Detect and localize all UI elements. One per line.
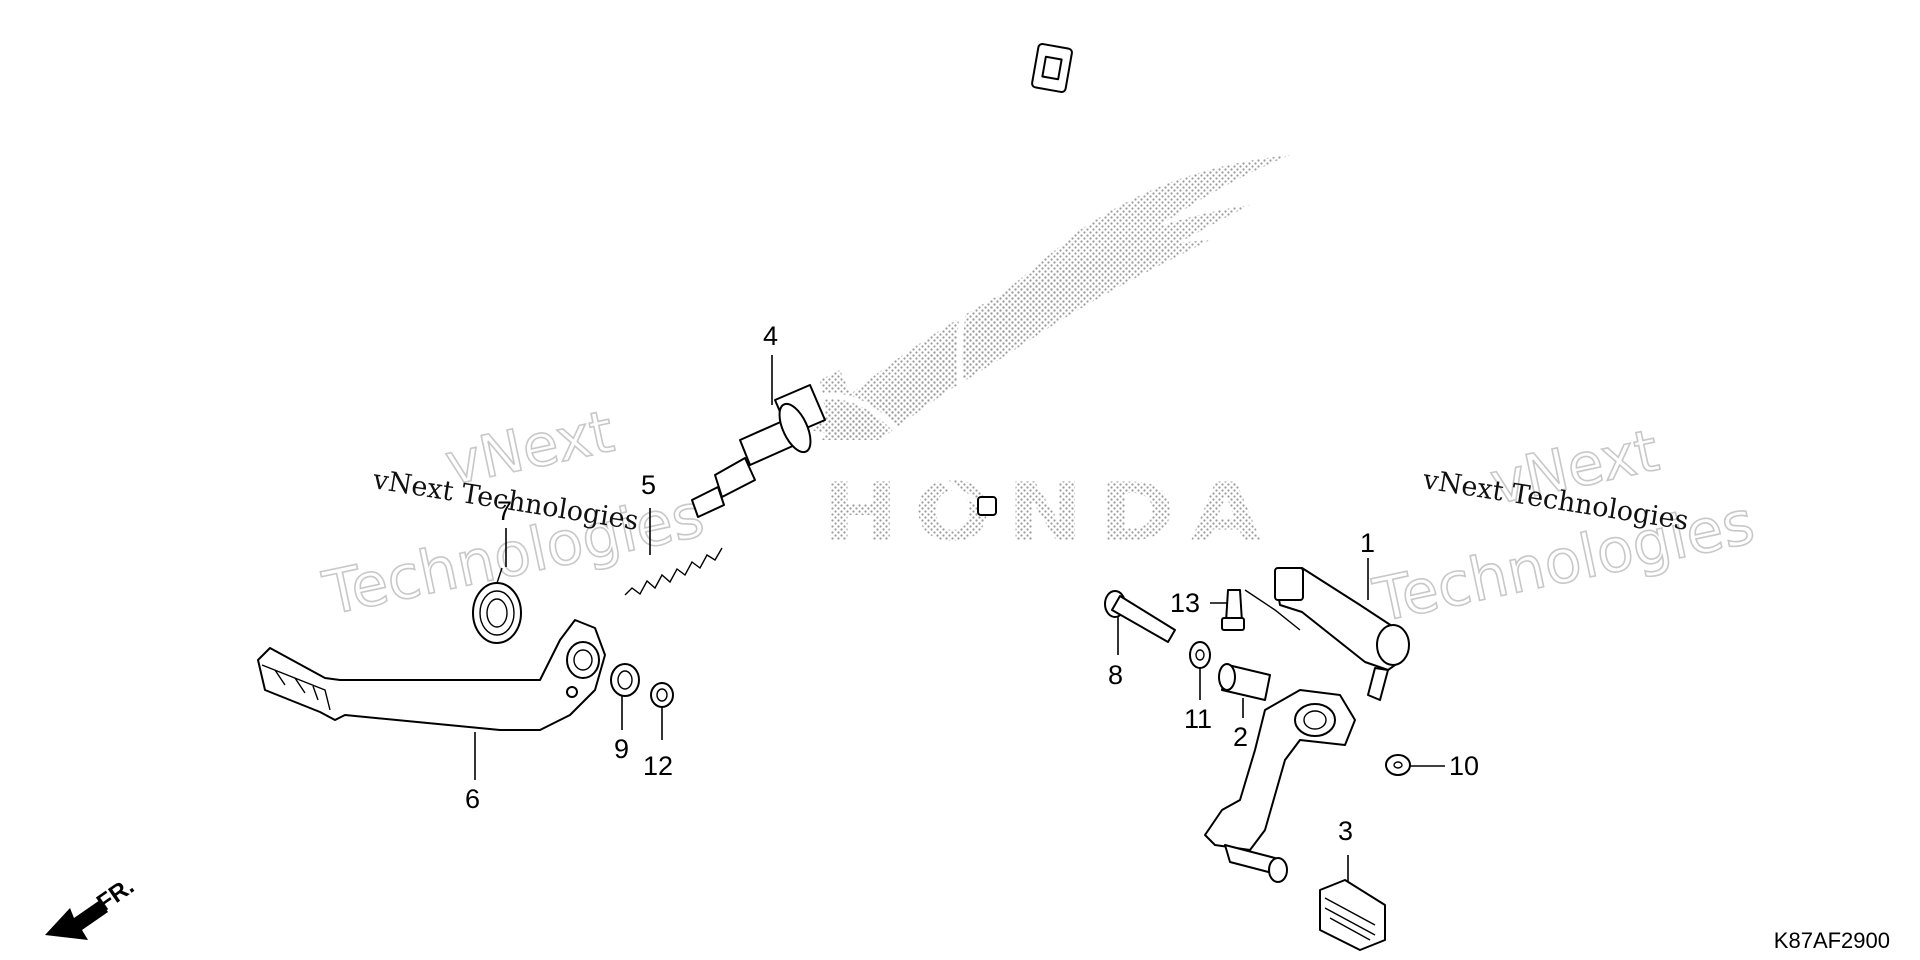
callout-9: 9 [614, 734, 629, 764]
watermark-right: vNext Technologies vNext Technologies [1367, 415, 1761, 637]
part-13-bolt [1221, 589, 1245, 631]
callout-labels: 1 2 3 4 5 6 7 8 9 10 11 12 13 [465, 321, 1479, 846]
part-8-bolt [1104, 590, 1176, 643]
callout-1: 1 [1360, 528, 1375, 558]
front-direction-indicator: FR. [45, 873, 139, 940]
leader-lines [474, 355, 1445, 882]
part-10-washer [1385, 754, 1411, 776]
part-7-spring [472, 567, 522, 644]
part-1-gearshift-arm [1244, 567, 1410, 701]
callout-10: 10 [1449, 751, 1479, 781]
diagram-code: K87AF2900 [1773, 928, 1890, 953]
callout-6: 6 [465, 784, 480, 814]
part-12-clip [650, 682, 674, 708]
callout-3: 3 [1338, 816, 1353, 846]
front-arrow-icon [45, 900, 108, 940]
callout-8: 8 [1108, 660, 1123, 690]
callout-11: 11 [1184, 704, 1212, 734]
part-2-collar [1218, 663, 1271, 701]
honda-wing-logo: HONDA [810, 155, 1290, 559]
part-5-return-spring [624, 547, 723, 596]
callout-5: 5 [641, 470, 656, 500]
part-6-brake-pedal [257, 619, 606, 731]
part-11-washer [1189, 641, 1211, 669]
part-4-stop-switch [691, 43, 1073, 518]
callout-2: 2 [1233, 722, 1248, 752]
part-3-pedal-rubber [1319, 879, 1386, 951]
callout-7: 7 [497, 496, 512, 526]
callout-12: 12 [643, 751, 673, 781]
part-9-washer [610, 663, 640, 697]
gearshift-pedal [1204, 689, 1356, 883]
callout-4: 4 [763, 321, 778, 351]
honda-brand-text: HONDA [822, 466, 1277, 559]
callout-13: 13 [1170, 588, 1200, 618]
